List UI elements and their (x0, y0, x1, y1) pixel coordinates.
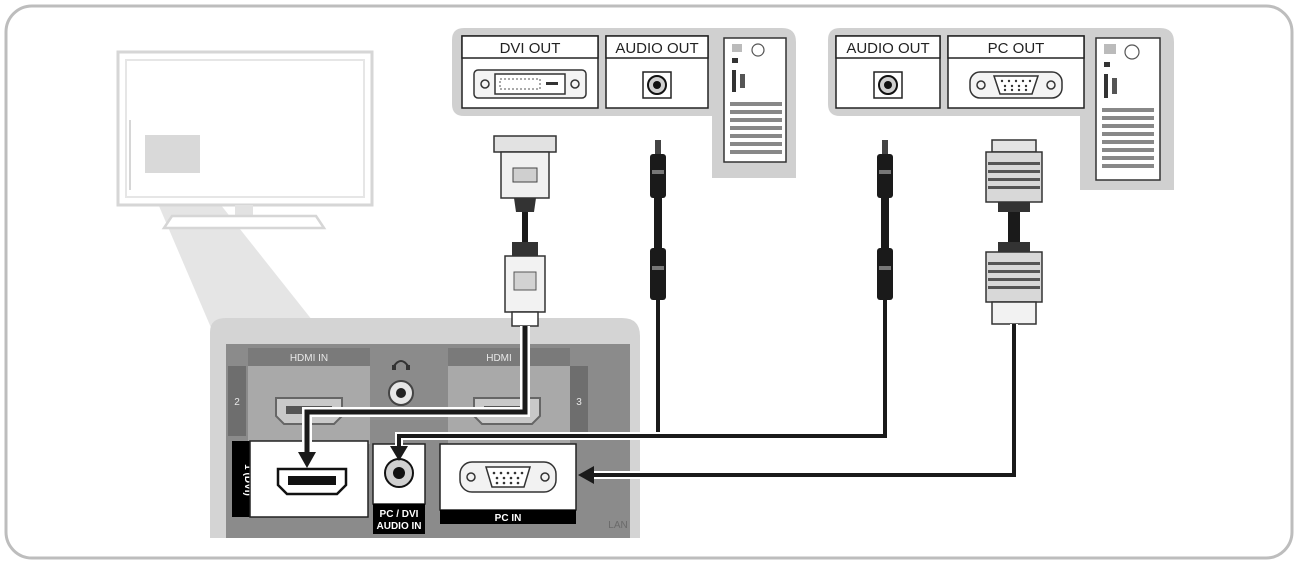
pc-in-label: PC IN (495, 513, 522, 524)
lan-label: LAN (608, 520, 627, 531)
tv-connection-panel: HDMI IN HDMI 2 3 1 (DVI) PC / DVI (210, 318, 640, 538)
hdmi-dvi-label: 1 (DVI) (242, 464, 253, 496)
pc-tower-icon (723, 37, 787, 163)
pc-dvi-audio-in-label-line2: AUDIO IN (377, 521, 422, 532)
left-audio-cable (650, 140, 666, 438)
audio-out-left-label: AUDIO OUT (615, 40, 698, 57)
hdmi-top-right-label: HDMI (486, 353, 512, 364)
headphone-icon (392, 360, 410, 370)
tv-icon (116, 50, 374, 330)
dvi-out-port (473, 69, 587, 99)
audio-out-right-label: AUDIO OUT (846, 40, 929, 57)
right-pc-group: AUDIO OUT PC OUT (828, 28, 1174, 190)
right-audio-cable (390, 140, 893, 461)
dvi-out-label: DVI OUT (500, 40, 561, 57)
pc-out-label: PC OUT (988, 40, 1045, 57)
pc-in-vga-port (459, 461, 557, 493)
vga-cable (578, 139, 1043, 484)
side-number-2: 2 (234, 397, 240, 408)
hdmi-in-top-label: HDMI IN (290, 353, 328, 364)
pc-out-vga-port (969, 71, 1063, 99)
pc-dvi-audio-in-label-line1: PC / DVI (380, 509, 419, 520)
pc-tower-icon (1095, 37, 1161, 181)
dvi-to-hdmi-cable (298, 135, 557, 468)
side-number-3: 3 (576, 397, 582, 408)
left-pc-group: DVI OUT AUDIO OUT (452, 28, 796, 178)
